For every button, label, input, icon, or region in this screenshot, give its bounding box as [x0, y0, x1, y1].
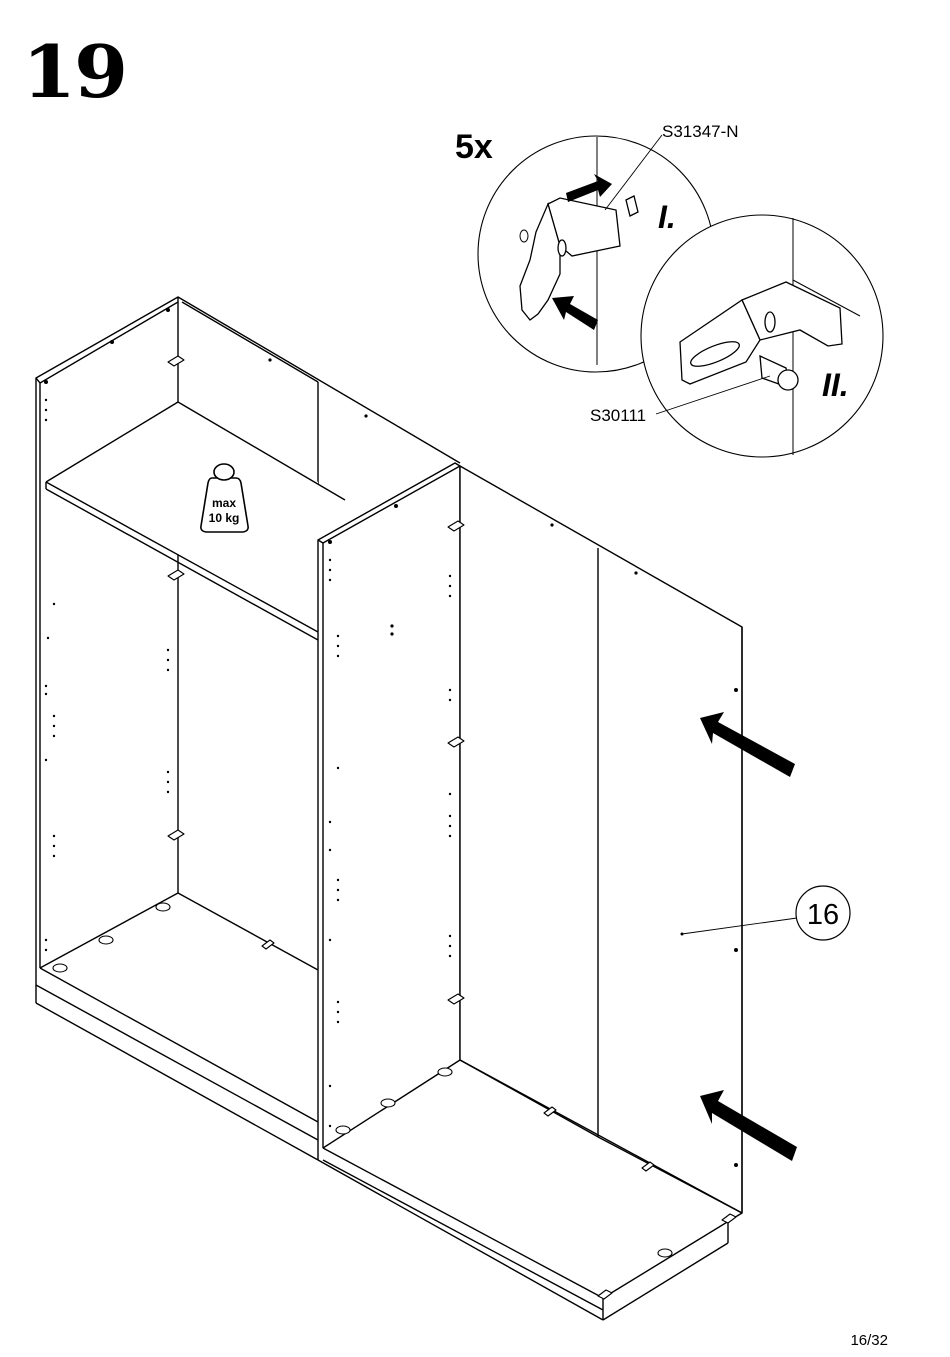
sub-step-1-label: I. — [658, 199, 676, 235]
detail-circle-2: II. — [641, 215, 883, 457]
middle-divider-panel — [318, 463, 460, 1160]
right-cabinet — [318, 466, 742, 1320]
left-cabinet — [36, 297, 460, 1160]
panel-callout-label: 16 — [807, 899, 839, 931]
weight-limit-line1: max — [212, 496, 236, 510]
sub-step-2-label: II. — [822, 367, 849, 403]
weight-limit-line2: 10 kg — [209, 511, 240, 525]
